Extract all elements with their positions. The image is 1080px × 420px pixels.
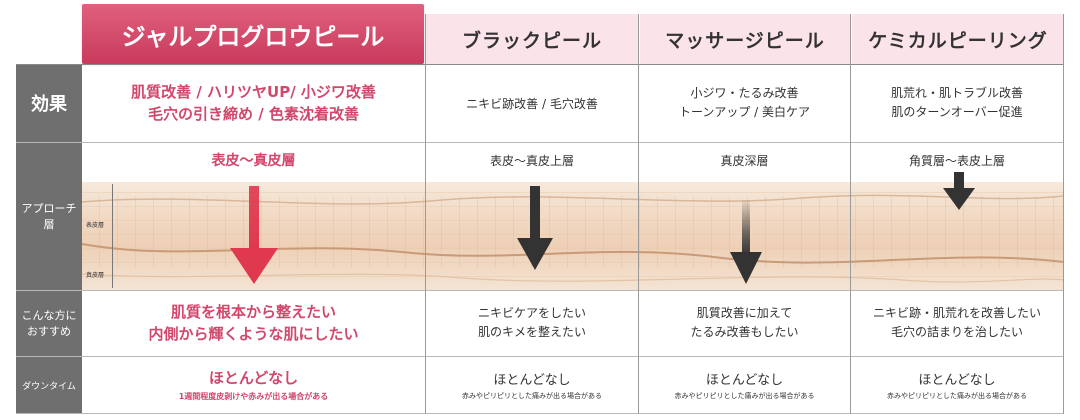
effect-text: 肌のターンオーバー促進	[891, 105, 1023, 119]
recommend-text: たるみ改善もしたい	[690, 325, 799, 339]
recommend-cell-massage-peel: 肌質改善に加えて たるみ改善もしたい	[639, 290, 850, 356]
layer-bracket	[112, 184, 116, 288]
effect-text: ニキビ跡改善 / 毛穴改善	[466, 96, 598, 111]
recommend-text: 内側から輝くような肌にしたい	[148, 325, 359, 343]
downtime-cell-featured: ほとんどなし 1週間程度皮剥けや赤みが出る場合がある	[82, 356, 425, 413]
effect-text: 肌質改善 / ハリツヤUP/ 小ジワ改善	[131, 83, 376, 101]
downtime-sub: 1週間程度皮剥けや赤みが出る場合がある	[178, 392, 329, 401]
effect-text: 肌荒れ・肌トラブル改善	[890, 86, 1023, 100]
dermis-label: 真皮層	[86, 272, 105, 279]
row-label-effect: 効果	[16, 64, 82, 142]
recommend-text: 毛穴の詰まりを治したい	[890, 325, 1023, 339]
column-divider	[850, 14, 851, 414]
effect-text: トーンアップ / 美白ケア	[678, 105, 811, 119]
divider	[16, 142, 1064, 143]
approach-text-chemical-peeling: 角質層〜表皮上層	[908, 153, 1005, 168]
approach-text-featured: 表皮〜真皮層	[211, 153, 296, 169]
downtime-sub: 赤みやピリピリとした痛みが出る場合がある	[462, 391, 602, 400]
column-divider	[638, 14, 639, 414]
divider	[16, 413, 1064, 414]
recommend-cell-black-peel: ニキビケアをしたい 肌のキメを整えたい	[426, 290, 638, 356]
arrow-down-icon	[943, 172, 975, 210]
effect-cell-chemical-peeling: 肌荒れ・肌トラブル改善 肌のターンオーバー促進	[851, 64, 1063, 142]
recommend-cell-chemical-peeling: ニキビ跡・肌荒れを改善したい 毛穴の詰まりを治したい	[851, 290, 1063, 356]
row-label-downtime: ダウンタイム	[16, 356, 82, 414]
row-label-approach: アプローチ 層	[16, 142, 82, 290]
recommend-text: 肌質改善に加えて	[696, 306, 793, 320]
recommend-text: 肌のキメを整えたい	[477, 325, 586, 339]
column-divider	[425, 14, 426, 414]
header-jarupro-glow-peel: ジャルプログロウピール	[82, 4, 424, 64]
effect-cell-black-peel: ニキビ跡改善 / 毛穴改善	[426, 64, 638, 142]
downtime-cell-massage-peel: ほとんどなし 赤みやピリピリとした痛みが出る場合がある	[639, 356, 850, 413]
header-chemical-peeling: ケミカルピーリング	[852, 14, 1064, 64]
recommend-cell-featured: 肌質を根本から整えたい 内側から輝くような肌にしたい	[82, 290, 425, 356]
recommend-text: ニキビケアをしたい	[477, 306, 586, 320]
approach-text-black-peel: 表皮〜真皮上層	[489, 153, 574, 168]
downtime-sub: 赤みやピリピリとした痛みが出る場合がある	[674, 391, 815, 400]
downtime-sub: 赤みやピリピリとした痛みが出る場合がある	[887, 391, 1027, 400]
recommend-text: ニキビ跡・肌荒れを改善したい	[872, 306, 1041, 320]
divider	[16, 290, 1064, 291]
epidermis-label: 表皮層	[86, 222, 105, 229]
downtime-main: ほとんどなし	[493, 372, 571, 388]
arrow-down-icon	[730, 200, 762, 284]
effect-cell-featured: 肌質改善 / ハリツヤUP/ 小ジワ改善 毛穴の引き締め / 色素沈着改善	[82, 64, 425, 142]
downtime-main: ほとんどなし	[705, 372, 784, 388]
header-massage-peel: マッサージピール	[640, 14, 850, 64]
effect-text: 毛穴の引き締め / 色素沈着改善	[148, 105, 359, 123]
arrow-down-icon	[230, 186, 278, 284]
downtime-main: ほとんどなし	[208, 369, 299, 387]
header-black-peel: ブラックピール	[426, 14, 638, 64]
recommend-text: 肌質を根本から整えたい	[170, 303, 336, 321]
downtime-cell-chemical-peeling: ほとんどなし 赤みやピリピリとした痛みが出る場合がある	[851, 356, 1063, 413]
divider	[16, 356, 1064, 357]
approach-text-massage-peel: 真皮深層	[720, 153, 769, 168]
divider	[16, 64, 1064, 65]
downtime-cell-black-peel: ほとんどなし 赤みやピリピリとした痛みが出る場合がある	[426, 356, 638, 413]
arrow-down-icon	[517, 186, 553, 270]
row-label-recommend: こんな方に おすすめ	[16, 290, 82, 356]
effect-text: 小ジワ・たるみ改善	[690, 86, 799, 100]
downtime-main: ほとんどなし	[918, 372, 996, 388]
effect-cell-massage-peel: 小ジワ・たるみ改善 トーンアップ / 美白ケア	[639, 64, 850, 142]
skin-layer-illustration	[82, 182, 1064, 290]
column-divider	[1063, 14, 1064, 414]
